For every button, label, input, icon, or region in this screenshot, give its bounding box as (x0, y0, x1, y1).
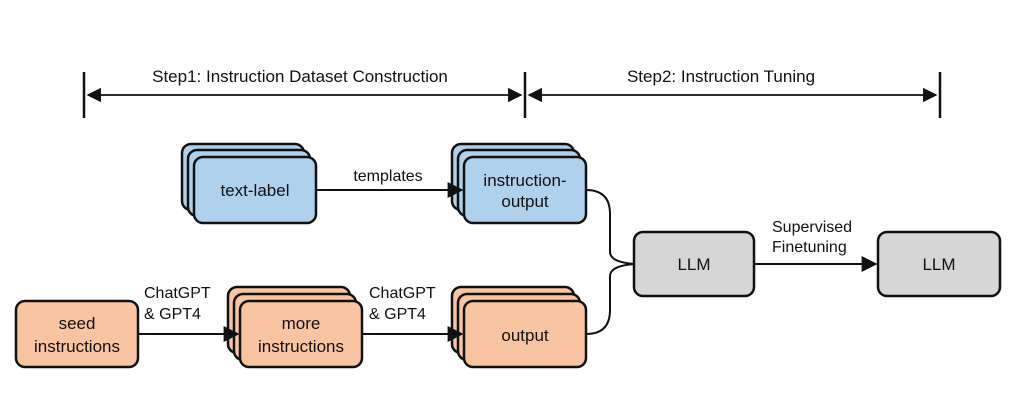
output-text: output (501, 326, 549, 345)
output-node: output (450, 285, 588, 369)
instruction-output-node: instruction- output (450, 142, 588, 225)
instruction-output-line-1: instruction- (483, 171, 566, 190)
step2-label: Step2: Instruction Tuning (627, 67, 815, 86)
edge-chatgpt-1-line-1: ChatGPT (144, 285, 211, 302)
more-instructions-line-1: more (282, 314, 321, 333)
edge-chatgpt-2-line-1: ChatGPT (369, 285, 436, 302)
llm-base-node: LLM (632, 230, 756, 298)
more-instructions-line-2: instructions (258, 337, 344, 356)
llm-tuned-text: LLM (922, 255, 955, 274)
edge-output-to-llm (585, 263, 635, 335)
llm-tuned-node: LLM (876, 230, 1002, 298)
edge-templates-label: templates (353, 168, 422, 185)
edge-chatgpt-1-line-2: & GPT4 (144, 306, 201, 323)
edge-chatgpt-2-line-2: & GPT4 (369, 306, 426, 323)
edge-supervised-line-2: Finetuning (772, 239, 847, 256)
step-bracket: Step1: Instruction Dataset Construction … (82, 67, 942, 118)
edge-instruction-output-to-llm (585, 189, 635, 265)
llm-base-text: LLM (677, 255, 710, 274)
instruction-output-line-2: output (501, 192, 549, 211)
seed-instructions-line-1: seed (59, 314, 96, 333)
seed-instructions-line-2: instructions (34, 337, 120, 356)
step1-label: Step1: Instruction Dataset Construction (152, 67, 448, 86)
text-label-node: text-label (180, 142, 318, 225)
edge-supervised-line-1: Supervised (772, 219, 852, 236)
more-instructions-node: more instructions (226, 285, 364, 369)
text-label-text: text-label (221, 181, 290, 200)
seed-instructions-node: seed instructions (14, 299, 140, 369)
